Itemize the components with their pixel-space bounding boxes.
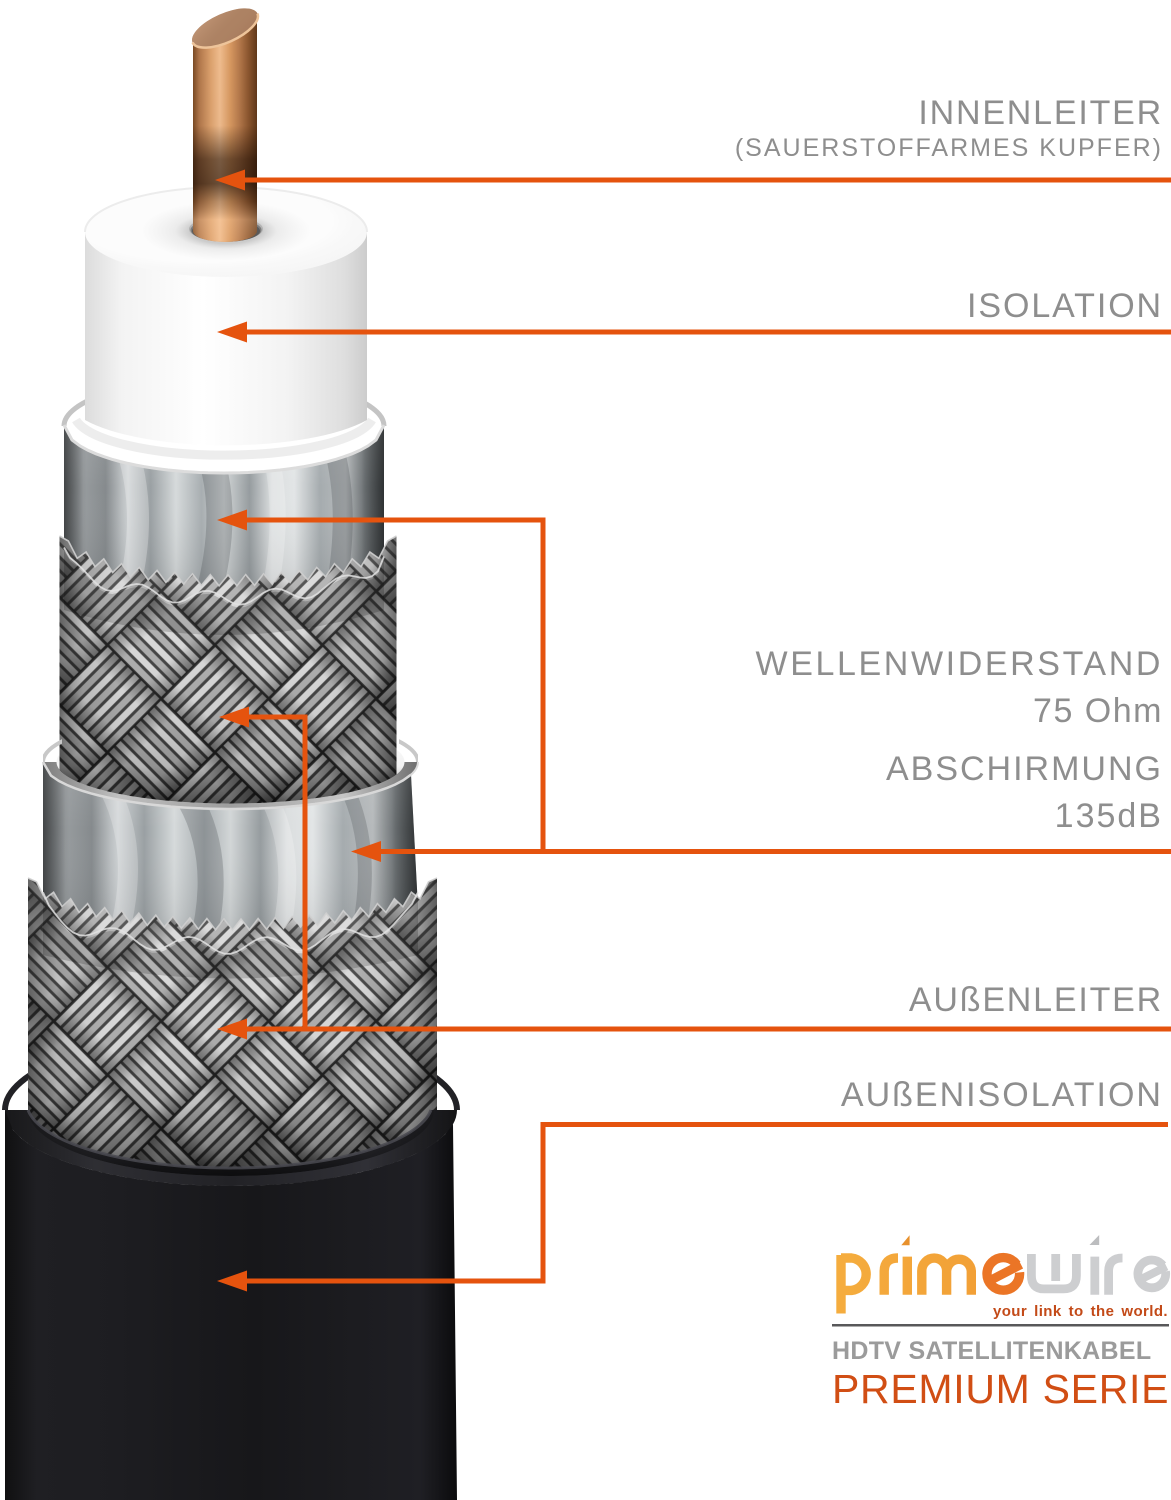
svg-text:your link to the world.: your link to the world. [993,1303,1168,1320]
svg-text:135dB: 135dB [1055,797,1163,835]
svg-text:AUßENLEITER: AUßENLEITER [909,981,1163,1019]
svg-text:INNENLEITER: INNENLEITER [918,94,1163,132]
svg-text:(SAUERSTOFFARMES KUPFER): (SAUERSTOFFARMES KUPFER) [735,134,1163,162]
svg-text:75 Ohm: 75 Ohm [1033,692,1163,730]
svg-text:PREMIUM SERIE: PREMIUM SERIE [832,1366,1169,1412]
svg-text:WELLENWIDERSTAND: WELLENWIDERSTAND [756,645,1163,683]
svg-text:AUßENISOLATION: AUßENISOLATION [841,1076,1163,1114]
svg-text:HDTV SATELLITENKABEL: HDTV SATELLITENKABEL [832,1337,1151,1365]
svg-text:ISOLATION: ISOLATION [967,287,1163,325]
svg-text:ABSCHIRMUNG: ABSCHIRMUNG [886,750,1163,788]
